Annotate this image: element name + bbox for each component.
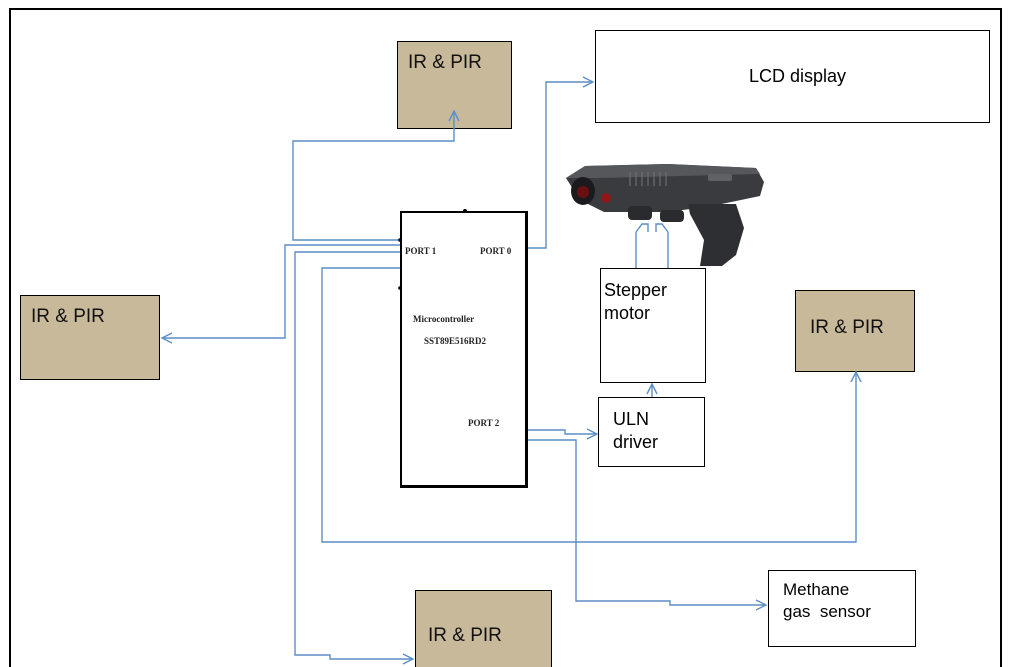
ir-pir-sensor-left: IR & PIR [20, 295, 160, 380]
uln-driver-label: ULN driver [613, 409, 659, 452]
uln-driver-box: ULN driver [598, 397, 705, 467]
port1-label: PORT 1 [405, 246, 437, 256]
methane-sensor-label: Methane gas sensor [783, 580, 871, 621]
wire-port1-to-bottom-sensor [294, 251, 412, 659]
port2-label: PORT 2 [468, 418, 500, 428]
methane-sensor-box: Methane gas sensor [768, 570, 916, 647]
stepper-motor-box: Stepper motor [600, 268, 706, 383]
port0-label: PORT 0 [480, 246, 512, 256]
microcontroller-label: Microcontroller [413, 314, 475, 324]
wire-camera-connector [635, 223, 649, 233]
ir-pir-sensor-right-label: IR & PIR [810, 317, 884, 338]
stepper-motor-label: Stepper motor [604, 280, 668, 323]
wire-camera-connector-right [655, 223, 669, 233]
wire-port0-to-lcd [528, 82, 592, 249]
security-camera-icon [566, 164, 764, 266]
wire-port2-to-uln [528, 430, 596, 434]
ir-pir-sensor-bottom: IR & PIR [415, 590, 552, 667]
wire-port1-to-right-sensor [321, 267, 856, 543]
lcd-display-box: LCD display [595, 30, 990, 123]
ir-pir-sensor-top-label: IR & PIR [408, 52, 482, 73]
ir-pir-sensor-bottom-label: IR & PIR [428, 625, 502, 646]
ir-pir-sensor-top: IR & PIR [397, 41, 512, 129]
wire-port1-to-left-sensor [163, 244, 400, 338]
ir-pir-sensor-left-label: IR & PIR [31, 306, 105, 327]
diagram-frame [9, 8, 1002, 667]
microcontroller-model-label: SST89E516RD2 [424, 336, 487, 346]
ir-pir-sensor-right: IR & PIR [795, 290, 915, 372]
lcd-display-label: LCD display [748, 66, 847, 86]
wire-port1-to-top-sensor [292, 112, 454, 241]
wire-port2-to-methane [528, 439, 765, 605]
